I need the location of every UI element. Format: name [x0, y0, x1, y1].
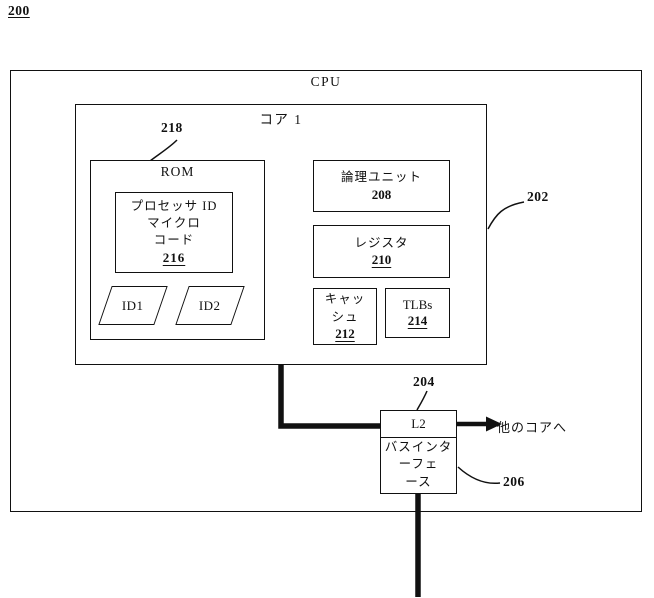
bus-interface-ref-label: 206: [503, 474, 525, 489]
rom-box: ROM プロセッサ ID マイクロ コード 216 ID1 ID2: [90, 160, 265, 340]
registers-label: レジスタ: [354, 235, 409, 250]
figure-number: 200: [8, 3, 30, 18]
logic-unit-label: 論理ユニット: [340, 170, 422, 185]
id2-label: ID2: [199, 297, 221, 313]
microcode-ref-label: 216: [162, 250, 186, 266]
registers-ref-label: 210: [371, 252, 392, 268]
cache-ref-label: 212: [335, 325, 355, 341]
bus-interface-line3: ース: [405, 474, 432, 489]
registers-box: レジスタ 210: [313, 225, 450, 278]
id2-parallelogram: ID2: [175, 286, 245, 325]
cache-box: キャッ シュ 212: [313, 288, 377, 345]
l2-label: L2: [411, 416, 426, 431]
microcode-line1: プロセッサ ID: [130, 198, 218, 213]
bus-interface-box: バスインタ ーフェ ース: [380, 436, 457, 494]
cpu-box: [10, 70, 642, 512]
id1-parallelogram: ID1: [98, 286, 168, 325]
to-other-cores-label: 他のコアへ: [497, 420, 568, 435]
cache-line1: キャッ: [324, 292, 366, 307]
core-ref-label: 202: [527, 189, 549, 204]
bus-interface-line2: ーフェ: [398, 457, 439, 472]
core-to-l2-connector: [278, 364, 380, 429]
cache-line2: シュ: [331, 309, 359, 324]
cpu-title: CPU: [310, 74, 342, 89]
logic-unit-ref-label: 208: [371, 186, 392, 202]
rom-ref-label: 218: [161, 120, 183, 135]
tlbs-box: TLBs 214: [385, 288, 450, 338]
l2-box: L2: [380, 410, 457, 438]
core-title: コア 1: [259, 112, 303, 127]
leader-line-204: [416, 390, 428, 411]
leader-line-202: [487, 201, 525, 230]
microcode-line3: コード: [153, 233, 195, 248]
leader-line-206: [457, 466, 501, 485]
l2-ref-label: 204: [413, 374, 435, 389]
logic-unit-box: 論理ユニット 208: [313, 160, 450, 212]
other-cores-arrowhead: [486, 416, 502, 432]
bus-interface-line1: バスインタ: [384, 440, 453, 455]
rom-title: ROM: [160, 164, 195, 179]
microcode-box: プロセッサ ID マイクロ コード 216: [115, 192, 233, 273]
tlbs-label: TLBs: [402, 297, 433, 312]
microcode-line2: マイクロ: [147, 215, 201, 230]
id1-label: ID1: [122, 297, 144, 313]
leader-line-218: [149, 139, 178, 162]
core-box: [75, 104, 487, 365]
tlbs-ref-label: 214: [407, 313, 428, 328]
